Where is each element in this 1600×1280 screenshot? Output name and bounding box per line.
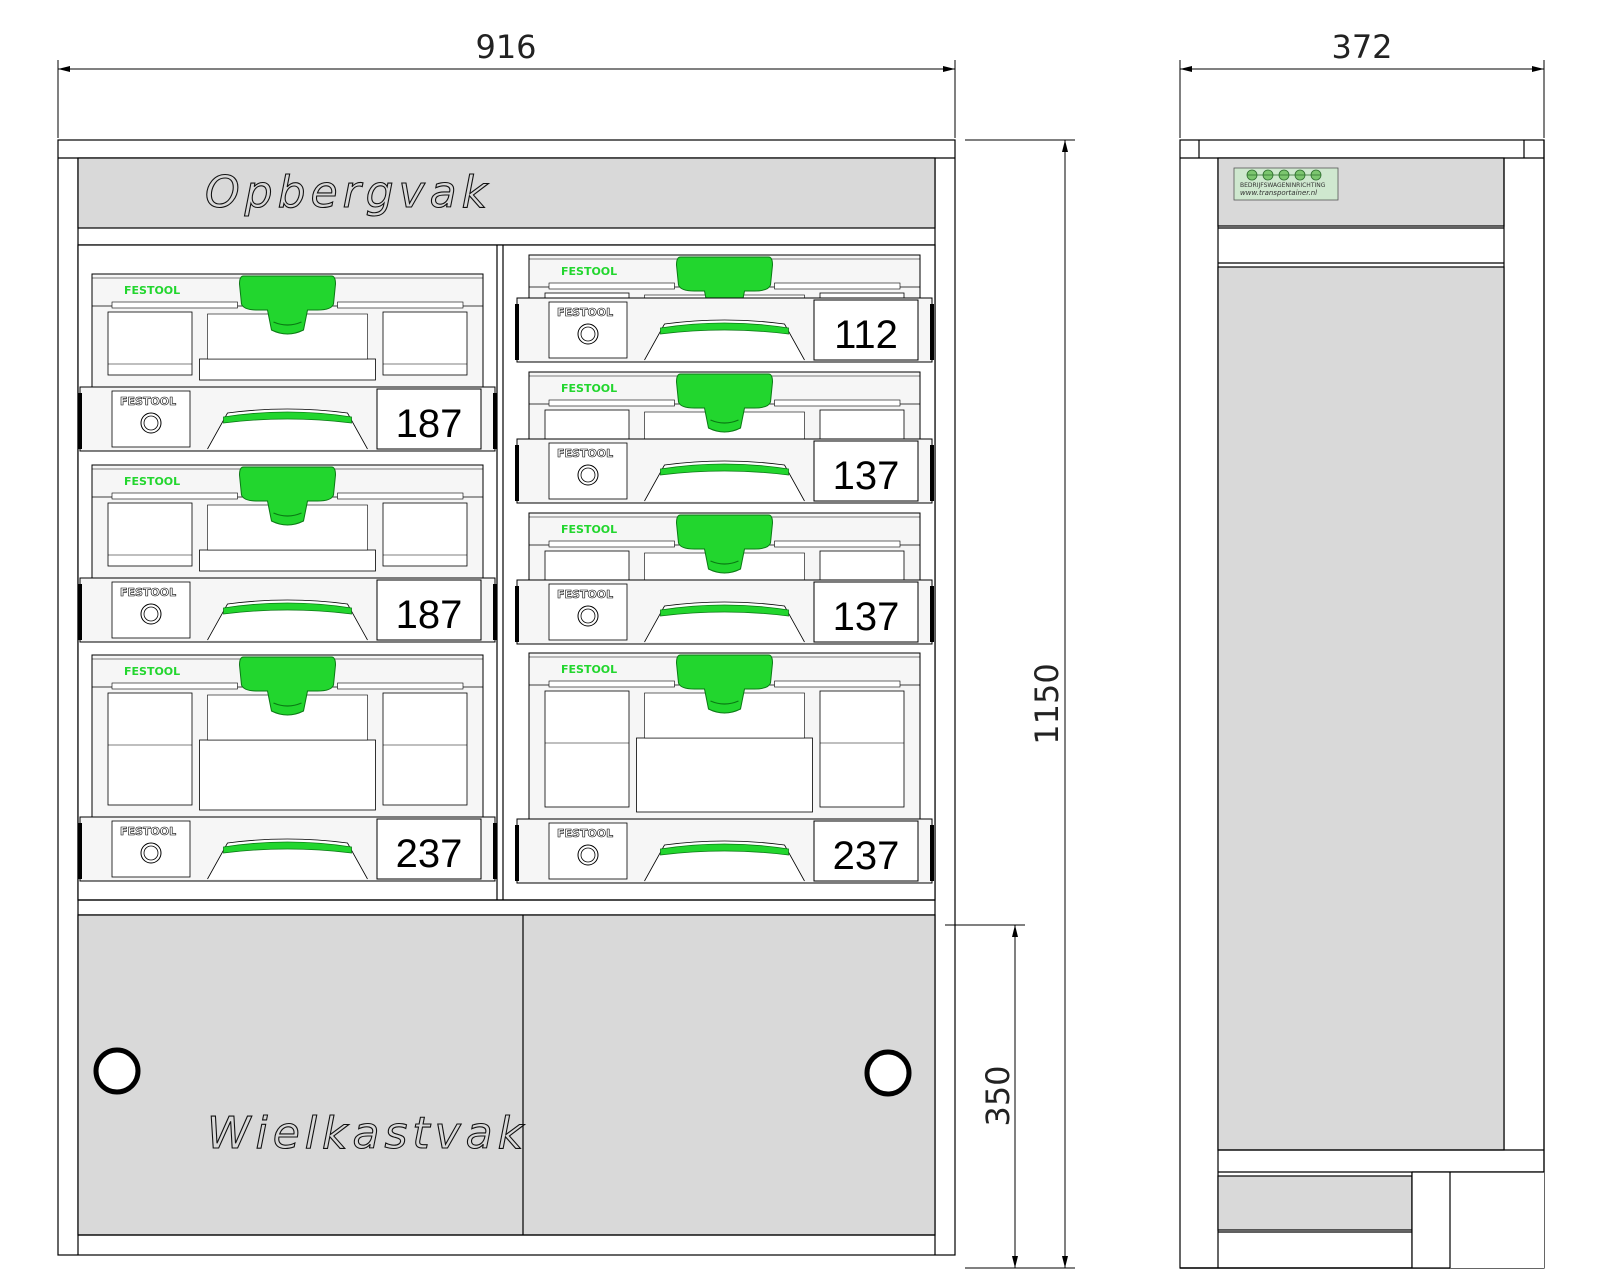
systainer-brand-front: FESTOOL	[120, 586, 176, 599]
side-main-panel	[1217, 266, 1505, 1151]
front-width-dimension	[57, 60, 956, 138]
systainer-handle	[675, 514, 774, 574]
systainer-stack: FESTOOLFESTOOL187FESTOOLFESTOOL187FESTOO…	[78, 254, 934, 884]
right-door-hole	[864, 1049, 912, 1097]
systainer-right-2: FESTOOL FESTOOL 137	[515, 512, 934, 645]
systainer-size-box	[813, 440, 919, 502]
systainer-size-box	[813, 820, 919, 882]
side-width-dimension	[1179, 60, 1545, 138]
systainer-size-label: 187	[396, 402, 463, 446]
systainer-grip	[660, 843, 789, 856]
systainer-handle	[675, 654, 774, 714]
front-width-label: 916	[475, 28, 536, 66]
systainer-handle	[238, 656, 337, 716]
systainer-right-0: FESTOOL FESTOOL 112	[515, 254, 934, 363]
wheel-height-label: 350	[979, 1065, 1017, 1126]
systainer-brand-front: FESTOOL	[557, 306, 613, 319]
logo-line-1: BEDRIJFSWAGENINRICHTING	[1240, 182, 1326, 189]
systainer-size-label: 237	[396, 832, 463, 876]
systainer-brand-top: FESTOOL	[561, 265, 617, 278]
systainer-right-1: FESTOOL FESTOOL 137	[515, 371, 934, 504]
systainer-brand-top: FESTOOL	[561, 663, 617, 676]
side-bottom-panel	[1217, 1175, 1413, 1231]
systainer-size-label: 187	[396, 593, 463, 637]
systainer-left-2: FESTOOL FESTOOL 237	[78, 654, 497, 882]
height-dimension	[965, 139, 1075, 1269]
systainer-brand-front: FESTOOL	[120, 395, 176, 408]
left-door-hole	[93, 1047, 141, 1095]
wheel-compartment-label: Wielkastvak	[207, 1108, 528, 1159]
systainer-brand-top: FESTOOL	[561, 382, 617, 395]
systainer-size-box	[376, 388, 482, 450]
side-width-label: 372	[1331, 28, 1392, 66]
side-view	[1179, 139, 1545, 1269]
top-compartment-label: Opbergvak	[205, 167, 492, 218]
systainer-size-label: 137	[833, 454, 900, 498]
systainer-handle	[675, 373, 774, 433]
systainer-brand-top: FESTOOL	[124, 475, 180, 488]
systainer-size-box	[813, 299, 919, 361]
systainer-handle	[238, 466, 337, 526]
systainer-left-1: FESTOOL FESTOOL 187	[78, 464, 497, 643]
systainer-size-label: 137	[833, 595, 900, 639]
systainer-grip	[660, 322, 789, 335]
systainer-brand-front: FESTOOL	[557, 827, 613, 840]
systainer-size-box	[376, 818, 482, 880]
logo-line-2: www.transportainer.nl	[1240, 189, 1317, 197]
systainer-grip	[660, 604, 789, 617]
systainer-size-label: 112	[834, 313, 898, 357]
systainer-size-label: 237	[833, 834, 900, 878]
wheel-compartment-panel	[77, 914, 936, 1236]
systainer-grip	[223, 411, 352, 424]
systainer-brand-top: FESTOOL	[124, 284, 180, 297]
systainer-grip	[223, 602, 352, 615]
wheel-height-dimension	[945, 924, 1025, 1268]
height-label: 1150	[1028, 663, 1066, 744]
side-base-gap	[1412, 1172, 1544, 1268]
systainer-size-box	[376, 579, 482, 641]
systainer-brand-front: FESTOOL	[120, 825, 176, 838]
systainer-grip	[223, 841, 352, 854]
systainer-brand-front: FESTOOL	[557, 447, 613, 460]
systainer-brand-top: FESTOOL	[124, 665, 180, 678]
systainer-right-3: FESTOOL FESTOOL 237	[515, 652, 934, 884]
company-logo: BEDRIJFSWAGENINRICHTING www.transportain…	[1233, 167, 1339, 201]
systainer-brand-front: FESTOOL	[557, 588, 613, 601]
systainer-size-box	[813, 581, 919, 643]
top-compartment-panel	[77, 157, 936, 229]
systainer-left-0: FESTOOL FESTOOL 187	[78, 273, 497, 452]
systainer-brand-top: FESTOOL	[561, 523, 617, 536]
systainer-grip	[660, 463, 789, 476]
systainer-handle	[238, 275, 337, 335]
